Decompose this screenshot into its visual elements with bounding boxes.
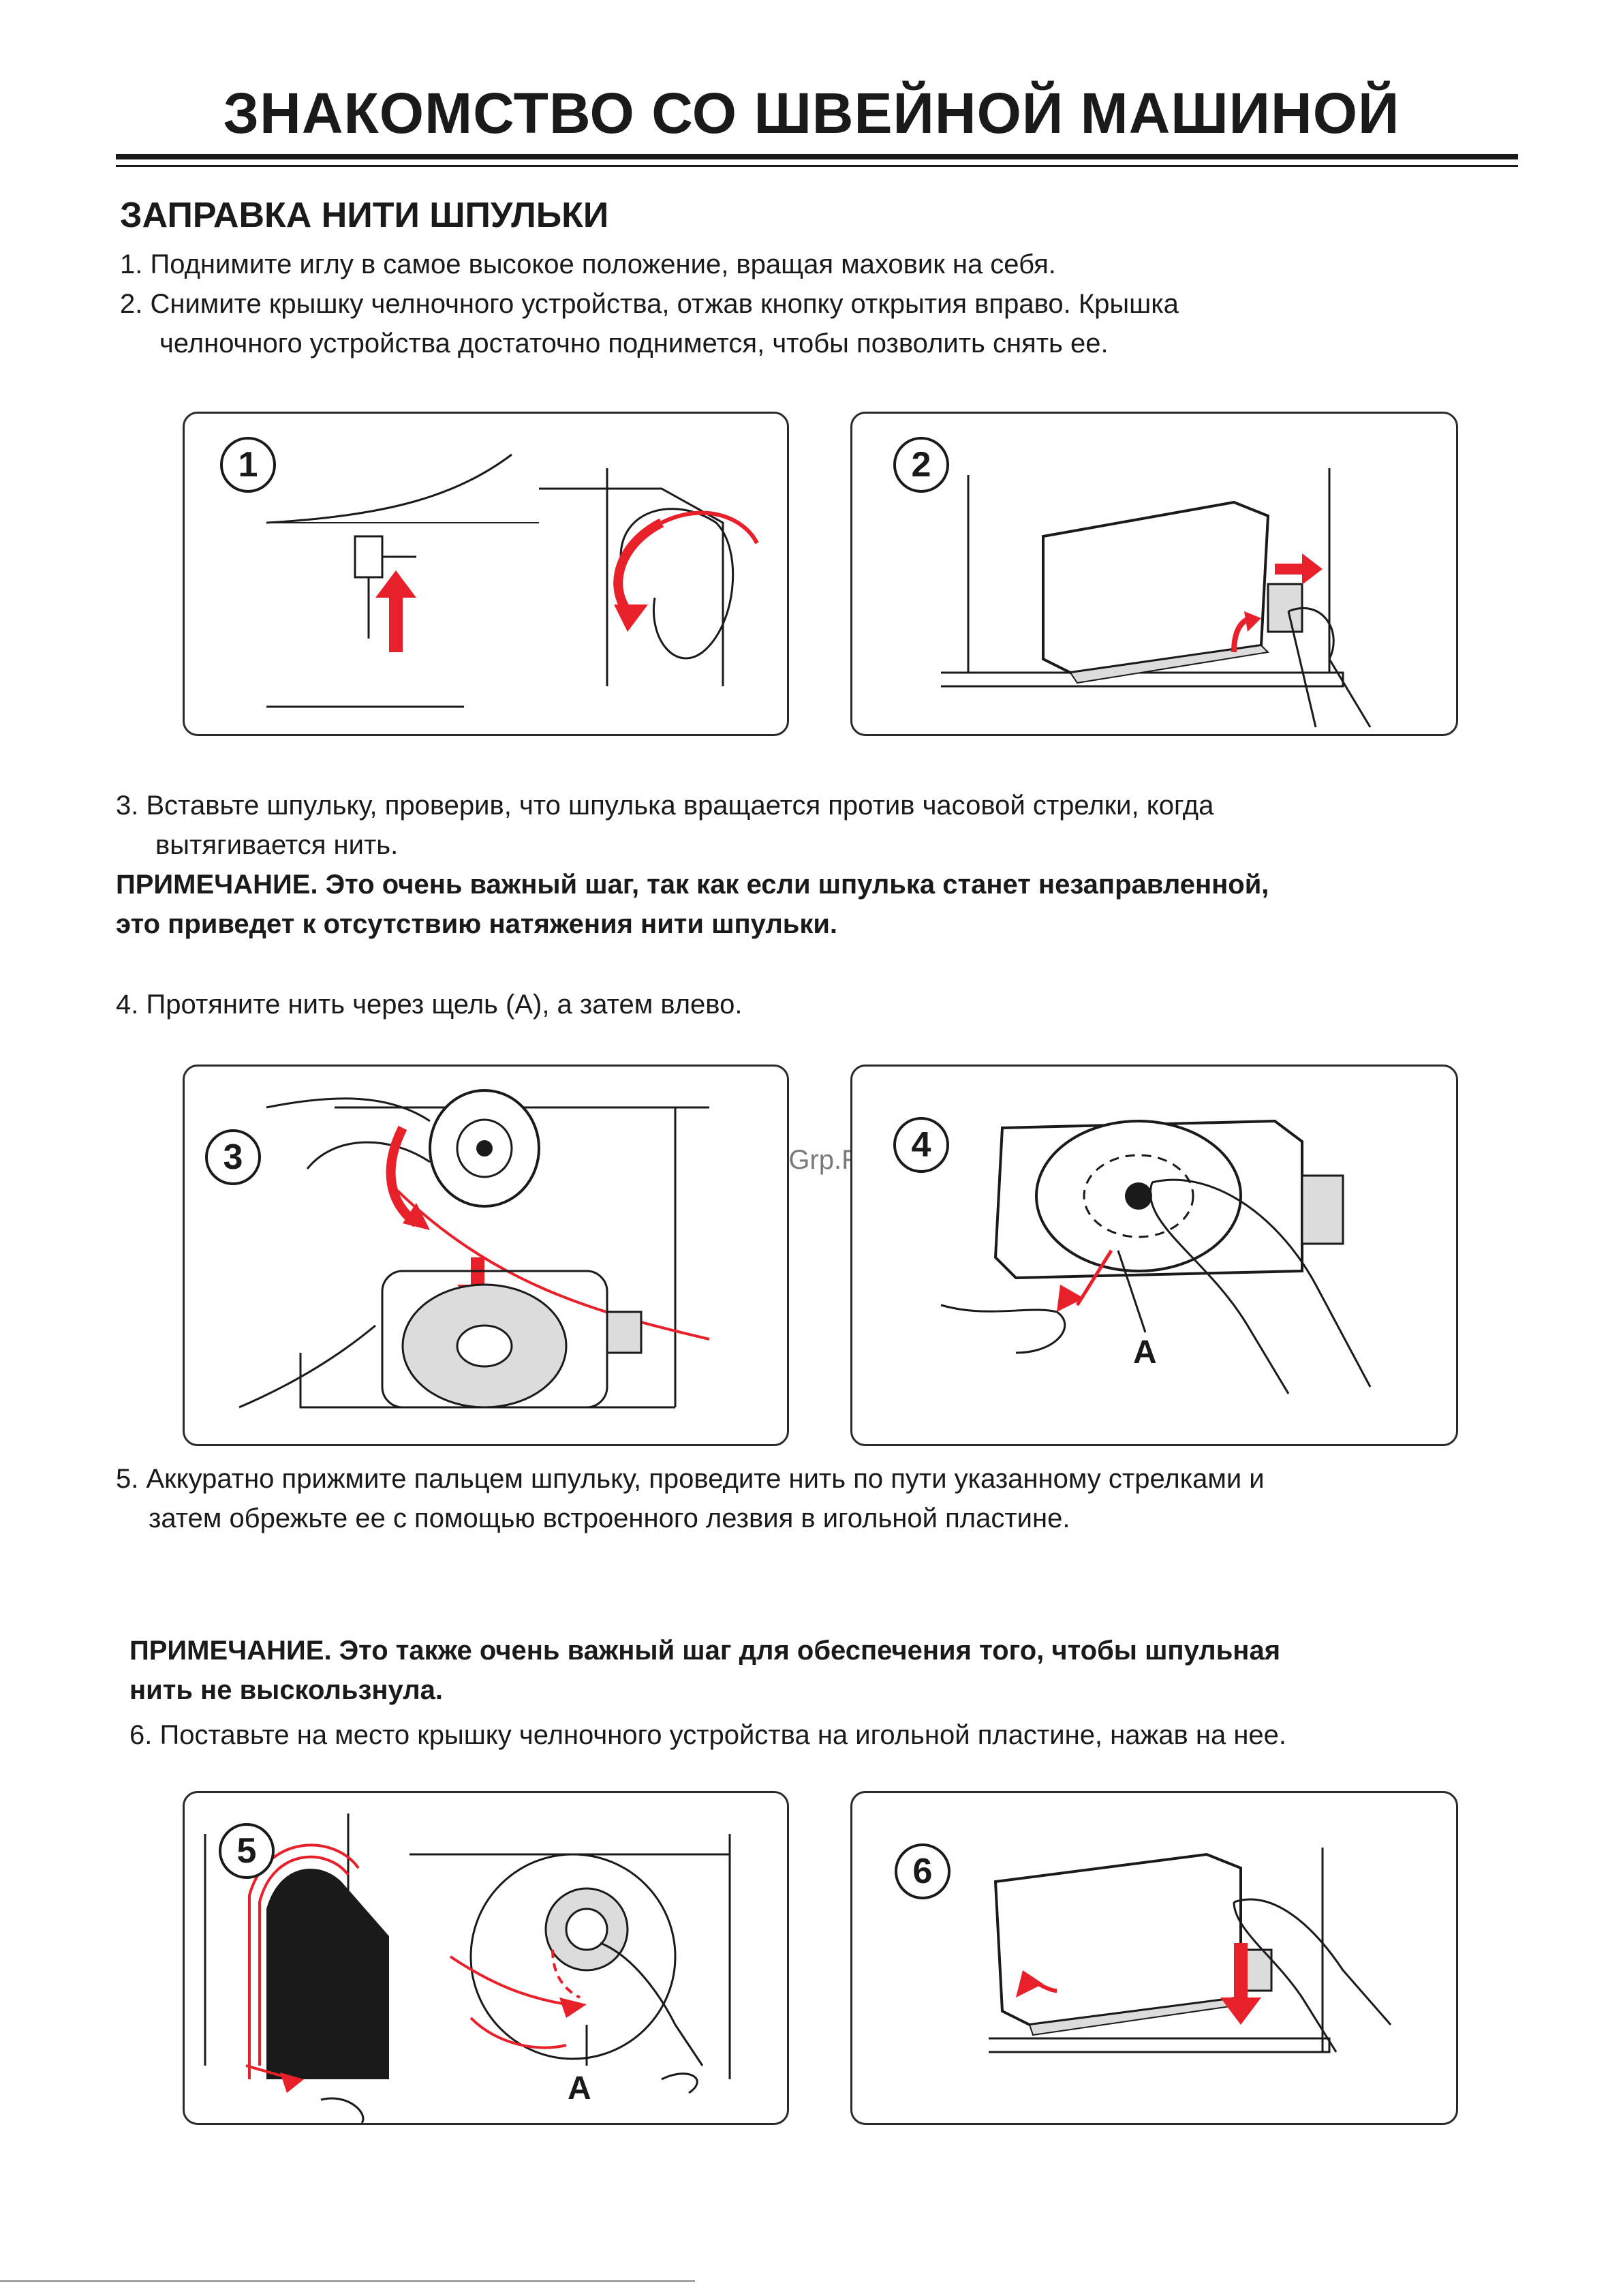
figure-1-panel: 1 <box>183 412 789 736</box>
figure-3-panel: 3 <box>183 1065 789 1446</box>
figure-1-number: 1 <box>220 437 276 493</box>
label-a: A <box>1133 1334 1157 1371</box>
hand-icon <box>306 1141 431 1169</box>
title-rule-thick <box>116 154 1518 159</box>
arrow-down-icon <box>1220 1943 1261 2025</box>
figure-2-illustration <box>941 468 1372 728</box>
hand-icon <box>619 508 735 660</box>
figure-5-panel: 5 A <box>183 1791 789 2125</box>
section-title: ЗАПРАВКА НИТИ ШПУЛЬКИ <box>120 196 609 235</box>
finger-icon <box>600 1942 704 2066</box>
finger-icon <box>1288 607 1372 728</box>
figure-5-illustration <box>204 1813 731 2123</box>
step-5-text-line2: затем обрежьте ее с помощью встроенного … <box>149 1503 1070 1533</box>
step-1-text: 1. Поднимите иглу в самое высокое положе… <box>120 249 1056 279</box>
figure-4-number: 4 <box>893 1117 949 1173</box>
rotate-arrow-icon <box>613 518 664 615</box>
figure-4-panel: 4 A <box>850 1065 1458 1446</box>
step-3-text-line1: 3. Вставьте шпульку, проверив, что шпуль… <box>116 791 1214 821</box>
footer-rule <box>0 2280 695 2282</box>
step-6-text: 6. Поставьте на место крышку челночного … <box>129 1720 1287 1750</box>
figure-5-number: 5 <box>219 1823 275 1879</box>
figure-6-number: 6 <box>895 1843 950 1899</box>
figure-2-number: 2 <box>893 437 949 493</box>
thread-guide-icon <box>266 1868 389 2079</box>
figure-6-illustration <box>989 1848 1392 2053</box>
figure-4-illustration <box>940 1119 1372 1394</box>
note-1-line1: ПРИМЕЧАНИЕ. Это очень важный шаг, так ка… <box>116 870 1269 900</box>
figure-6-panel: 6 <box>850 1791 1458 2125</box>
step-3-text-line2: вытягивается нить. <box>155 830 399 860</box>
finger-icon <box>1233 1898 1392 2025</box>
arrow-up-icon <box>375 570 416 652</box>
step-5-text-line1: 5. Аккуратно прижмите пальцем шпульку, п… <box>116 1464 1265 1494</box>
page-title: ЗНАКОМСТВО СО ШВЕЙНОЙ МАШИНОЙ <box>223 81 1400 145</box>
figure-3-number: 3 <box>205 1129 261 1185</box>
arrow-left-icon <box>1057 1285 1084 1312</box>
step-4-text: 4. Протяните нить через щель (А), а зате… <box>116 990 743 1020</box>
bobbin-cover-icon <box>993 1852 1242 2027</box>
figure-1-illustration <box>266 453 759 708</box>
figure-2-panel: 2 <box>850 412 1458 736</box>
arrow-right-icon <box>1275 553 1323 585</box>
figure-3-illustration <box>238 1089 710 1409</box>
bobbin-case-icon <box>993 1119 1303 1280</box>
label-a: A <box>568 2070 591 2107</box>
note-1-line2: это приведет к отсутствию натяжения нити… <box>116 909 838 939</box>
note-2-line2: нить не выскользнула. <box>129 1675 444 1705</box>
note-2-line1: ПРИМЕЧАНИЕ. Это также очень важный шаг д… <box>129 1636 1281 1666</box>
step-2-text-line1: 2. Снимите крышку челночного устройства,… <box>120 289 1179 319</box>
finger-icon <box>1151 1178 1372 1388</box>
title-rule-thin <box>116 165 1518 167</box>
step-2-text-line2: челночного устройства достаточно подниме… <box>159 328 1109 358</box>
arrow-left-icon <box>1027 1975 1057 1993</box>
